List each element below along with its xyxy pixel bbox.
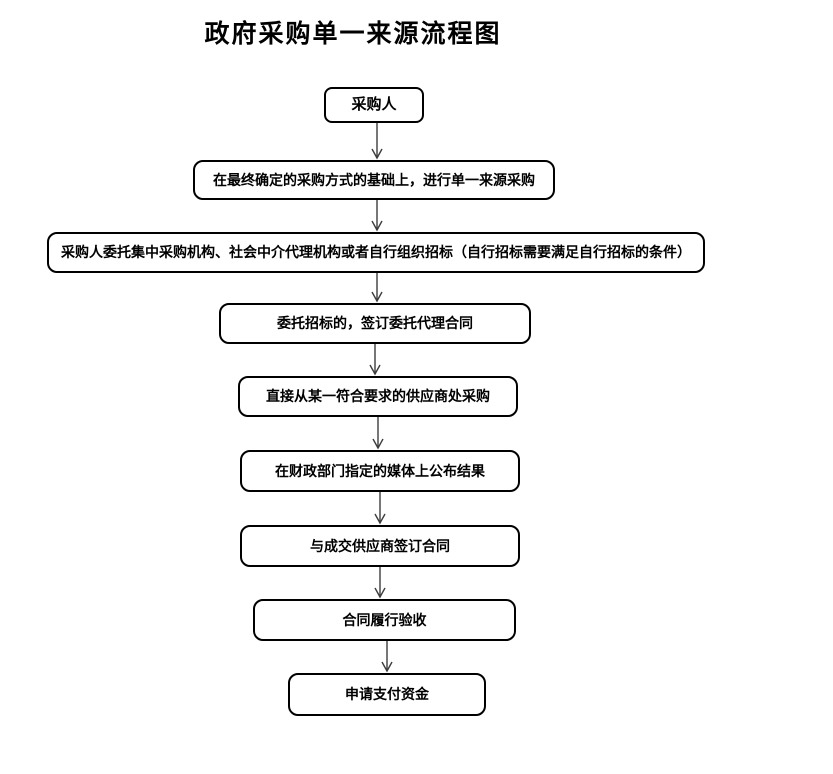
flow-node-sign-contract-with-supplier: 与成交供应商签订合同 [240, 525, 520, 567]
flow-arrow [372, 417, 384, 450]
flow-node-purchaser: 采购人 [324, 87, 424, 123]
flow-node-publish-result: 在财政部门指定的媒体上公布结果 [240, 450, 520, 492]
flow-node-sign-agency-contract: 委托招标的，签订委托代理合同 [219, 303, 531, 344]
flow-node-single-source-basis: 在最终确定的采购方式的基础上，进行单一来源采购 [193, 160, 555, 200]
flow-node-apply-payment: 申请支付资金 [288, 673, 486, 716]
flow-arrow [371, 273, 383, 303]
flow-arrow [374, 567, 386, 599]
flow-arrow [371, 123, 383, 160]
flow-node-entrust-agency-or-self-tender: 采购人委托集中采购机构、社会中介代理机构或者自行组织招标（自行招标需要满足自行招… [47, 232, 705, 273]
flow-arrow [381, 641, 393, 673]
flow-node-contract-acceptance: 合同履行验收 [253, 599, 516, 641]
flow-arrow [369, 344, 381, 376]
flow-node-purchase-from-qualified-supplier: 直接从某一符合要求的供应商处采购 [238, 376, 518, 417]
flow-arrow [374, 492, 386, 525]
flow-arrow [371, 200, 383, 232]
page-title: 政府采购单一来源流程图 [204, 21, 502, 48]
